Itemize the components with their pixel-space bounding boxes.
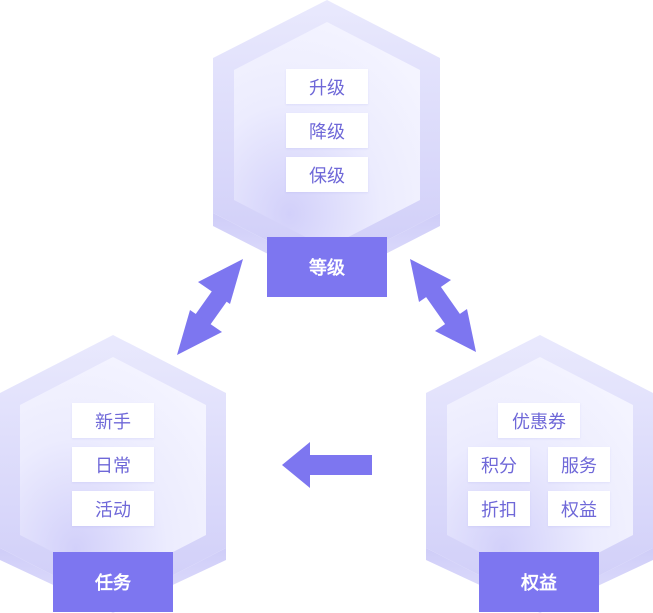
benefit-item-discount: 折扣	[468, 491, 530, 526]
arrow-benefit-task	[282, 442, 372, 488]
benefit-label: 权益	[479, 552, 599, 612]
benefit-item-coupon: 优惠券	[498, 403, 580, 438]
task-item-newbie: 新手	[72, 403, 154, 438]
level-item-upgrade: 升级	[286, 69, 368, 104]
benefit-hexagon	[426, 335, 653, 613]
arrow-task-level	[177, 259, 243, 355]
level-item-maintain: 保级	[286, 157, 368, 192]
benefit-item-rights: 权益	[548, 491, 610, 526]
arrow-level-benefit	[410, 259, 476, 352]
task-item-event: 活动	[72, 491, 154, 526]
benefit-item-service: 服务	[548, 447, 610, 482]
level-label: 等级	[267, 237, 387, 297]
task-item-daily: 日常	[72, 447, 154, 482]
level-item-downgrade: 降级	[286, 113, 368, 148]
task-label: 任务	[53, 552, 173, 612]
benefit-item-points: 积分	[468, 447, 530, 482]
